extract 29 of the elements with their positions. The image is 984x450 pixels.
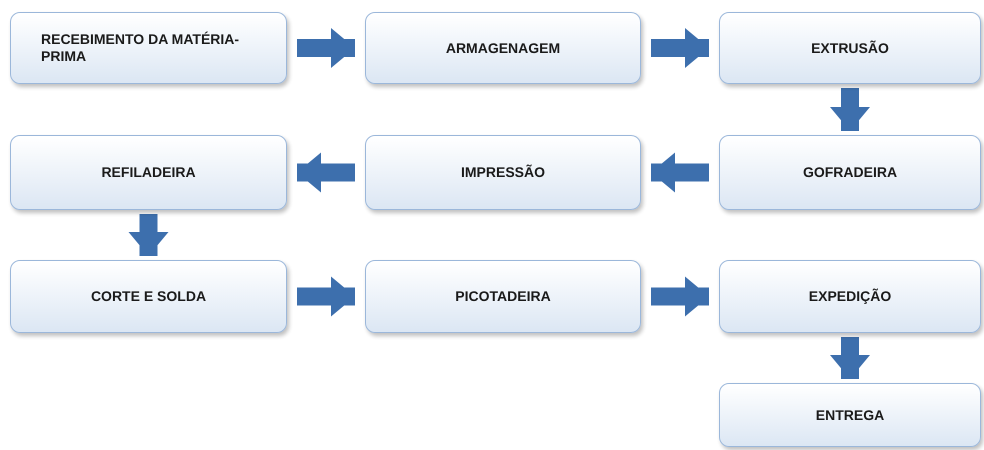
block-arrow (297, 28, 355, 68)
step-label: EXPEDIÇÃO (808, 288, 892, 305)
process-box (719, 260, 981, 333)
block-arrow (830, 337, 870, 379)
process-box (719, 12, 981, 84)
block-arrow (297, 276, 355, 316)
step-label: RECEBIMENTO DA MATÉRIA-PRIMA (41, 31, 240, 65)
step-label: ARMAGENAGEM (446, 40, 560, 56)
step-label: PICOTADEIRA (455, 288, 551, 305)
step-label: REFILADEIRA (101, 164, 196, 181)
block-arrow (830, 88, 870, 131)
block-arrow (128, 214, 168, 256)
block-arrow (651, 152, 709, 192)
step-label: GOFRADEIRA (802, 164, 898, 181)
block-arrow (651, 28, 709, 68)
step-label: EXTRUSÃO (811, 40, 889, 56)
process-box (719, 383, 981, 447)
process-box (365, 135, 641, 210)
block-arrow (651, 276, 709, 316)
process-box (10, 12, 287, 84)
process-box (365, 12, 641, 84)
step-label: ENTREGA (816, 406, 884, 424)
process-box (10, 260, 287, 333)
process-box (10, 135, 287, 210)
block-arrow (297, 152, 355, 192)
step-label: CORTE E SOLDA (90, 288, 206, 305)
process-box (365, 260, 641, 333)
process-box (719, 135, 981, 210)
step-label: IMPRESSÃO (460, 164, 545, 181)
